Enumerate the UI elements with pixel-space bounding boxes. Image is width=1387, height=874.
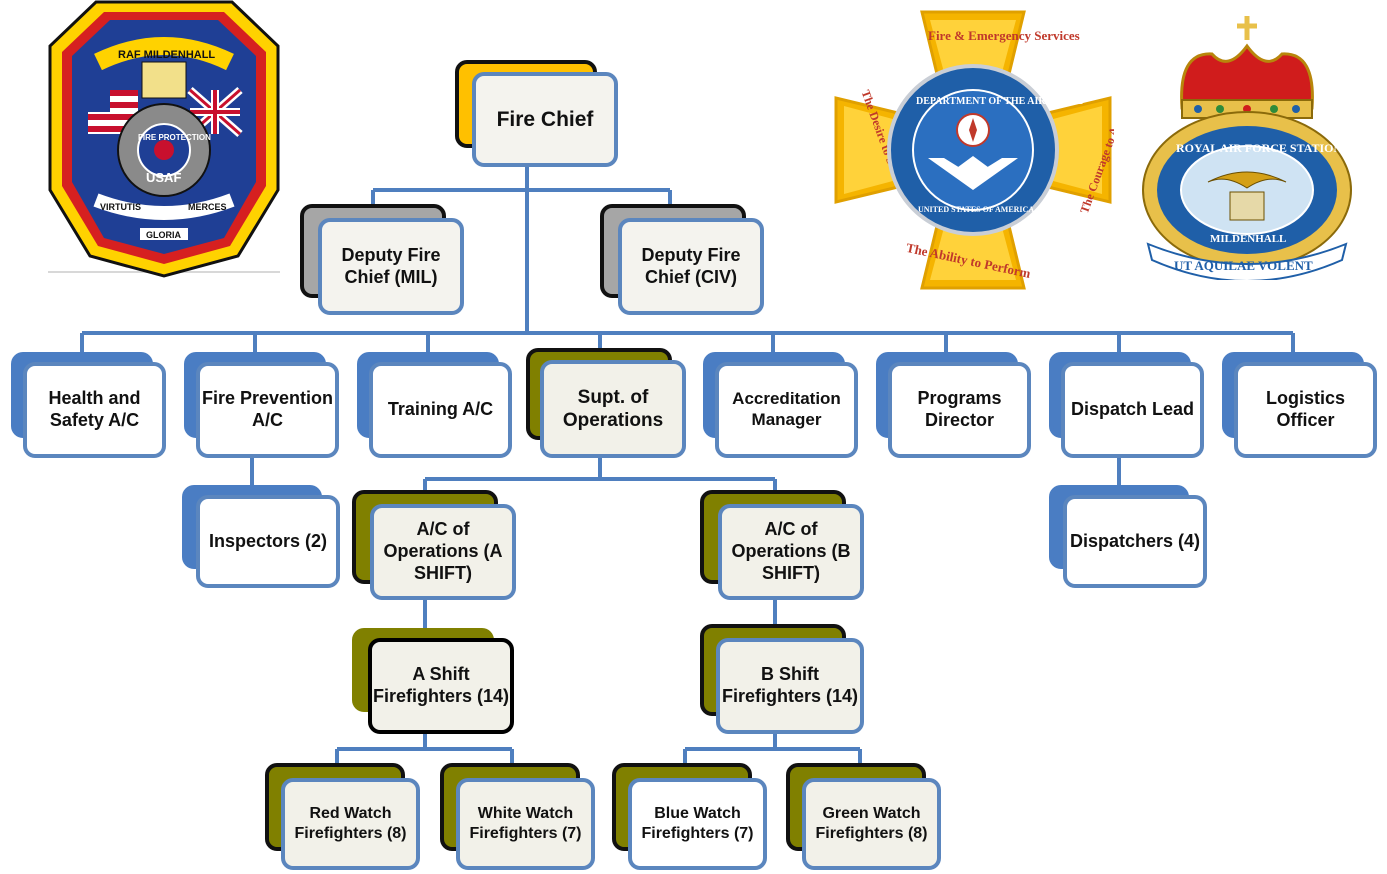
af-ring-text: DEPARTMENT OF THE AIR FORCE bbox=[916, 96, 1083, 107]
programs-director-label: Programs Director bbox=[888, 362, 1031, 458]
red-watch-node: Red Watch Firefighters (8) bbox=[265, 763, 420, 870]
dispatchers-label: Dispatchers (4) bbox=[1063, 495, 1207, 588]
dispatch-lead-label: Dispatch Lead bbox=[1061, 362, 1204, 458]
mildenhall-motto-bottom: GLORIA bbox=[146, 230, 181, 240]
raf-motto-text: UT AQUILAE VOLENT bbox=[1174, 258, 1313, 273]
mildenhall-top-text: RAF MILDENHALL bbox=[118, 49, 215, 61]
accreditation-manager-label: Accreditation Manager bbox=[715, 362, 858, 458]
dispatchers-node: Dispatchers (4) bbox=[1049, 485, 1207, 588]
af-fire-emergency-services-logo: Fire & Emergency Services The Desire to … bbox=[832, 8, 1125, 292]
mildenhall-motto-left: VIRTUTIS bbox=[100, 202, 141, 212]
green-watch-node: Green Watch Firefighters (8) bbox=[786, 763, 941, 870]
ac-operations-a-node: A/C of Operations (A SHIFT) bbox=[352, 490, 516, 600]
fire-prevention-node: Fire Prevention A/C bbox=[184, 352, 339, 458]
supt-operations-label: Supt. of Operations bbox=[540, 360, 686, 458]
a-shift-firefighters-label: A Shift Firefighters (14) bbox=[368, 638, 514, 734]
white-watch-node: White Watch Firefighters (7) bbox=[440, 763, 595, 870]
raf-name-text: MILDENHALL bbox=[1210, 233, 1286, 245]
supt-operations-node: Supt. of Operations bbox=[526, 348, 686, 458]
raf-station-mildenhall-crest-logo: ROYAL AIR FORCE STATION MILDENHALL UT AQ… bbox=[1138, 12, 1356, 282]
af-top-text: Fire & Emergency Services bbox=[928, 28, 1080, 43]
dispatch-lead-node: Dispatch Lead bbox=[1049, 352, 1204, 458]
mildenhall-fire-protection-logo: RAF MILDENHALL FIRE PROTECTION USAF VIRT… bbox=[48, 0, 280, 278]
raf-ring-text: ROYAL AIR FORCE STATION bbox=[1176, 141, 1342, 155]
fire-prevention-label: Fire Prevention A/C bbox=[196, 362, 339, 458]
b-shift-firefighters-label: B Shift Firefighters (14) bbox=[716, 638, 864, 734]
programs-director-node: Programs Director bbox=[876, 352, 1031, 458]
mildenhall-center-text: USAF bbox=[146, 170, 181, 185]
af-ring-bottom-text: UNITED STATES OF AMERICA bbox=[918, 205, 1034, 214]
health-safety-node: Health and Safety A/C bbox=[11, 352, 166, 458]
a-shift-firefighters-node: A Shift Firefighters (14) bbox=[352, 628, 514, 734]
health-safety-label: Health and Safety A/C bbox=[23, 362, 166, 458]
deputy-fire-chief-civ-label: Deputy Fire Chief (CIV) bbox=[618, 218, 764, 315]
green-watch-label: Green Watch Firefighters (8) bbox=[802, 778, 941, 870]
mildenhall-motto-right: MERCES bbox=[188, 202, 227, 212]
accreditation-manager-node: Accreditation Manager bbox=[703, 352, 858, 458]
deputy-fire-chief-mil-node: Deputy Fire Chief (MIL) bbox=[300, 204, 464, 315]
deputy-fire-chief-mil-label: Deputy Fire Chief (MIL) bbox=[318, 218, 464, 315]
b-shift-firefighters-node: B Shift Firefighters (14) bbox=[700, 624, 864, 734]
mildenhall-ribbon-text: FIRE PROTECTION bbox=[138, 133, 211, 142]
white-watch-label: White Watch Firefighters (7) bbox=[456, 778, 595, 870]
fire-chief-node: Fire Chief bbox=[455, 60, 618, 167]
ac-operations-b-label: A/C of Operations (B SHIFT) bbox=[718, 504, 864, 600]
ac-operations-a-label: A/C of Operations (A SHIFT) bbox=[370, 504, 516, 600]
logistics-officer-label: Logistics Officer bbox=[1234, 362, 1377, 458]
ac-operations-b-node: A/C of Operations (B SHIFT) bbox=[700, 490, 864, 600]
logistics-officer-node: Logistics Officer bbox=[1222, 352, 1377, 458]
inspectors-node: Inspectors (2) bbox=[182, 485, 340, 588]
blue-watch-node: Blue Watch Firefighters (7) bbox=[612, 763, 767, 870]
inspectors-label: Inspectors (2) bbox=[196, 495, 340, 588]
blue-watch-label: Blue Watch Firefighters (7) bbox=[628, 778, 767, 870]
deputy-fire-chief-civ-node: Deputy Fire Chief (CIV) bbox=[600, 204, 764, 315]
fire-chief-label: Fire Chief bbox=[472, 72, 618, 167]
training-label: Training A/C bbox=[369, 362, 512, 458]
red-watch-label: Red Watch Firefighters (8) bbox=[281, 778, 420, 870]
training-node: Training A/C bbox=[357, 352, 512, 458]
